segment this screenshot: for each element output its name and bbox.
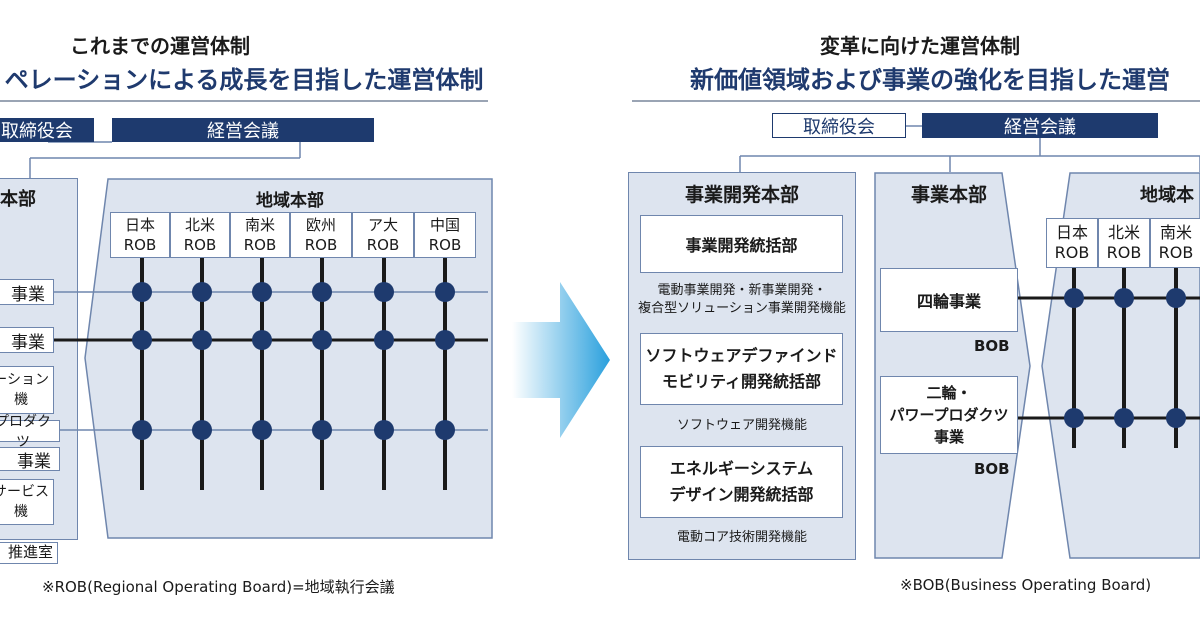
before-bottom-item: 推進室 — [0, 542, 58, 564]
after-biz-unit-2: 二輪・ パワープロダクツ 事業 — [880, 376, 1018, 454]
after-region-japan: 日本 ROB — [1046, 218, 1098, 268]
before-hq-label: 本部 — [0, 189, 36, 210]
before-region-sa: 南米 ROB — [230, 212, 290, 258]
after-bizdev-unit-1: 事業開発統括部 — [640, 215, 843, 273]
after-bizdev-unit-3: エネルギーシステム デザイン開発統括部 — [640, 446, 843, 518]
after-matrix-grid — [1018, 268, 1200, 448]
before-board-box: 取締役会 — [0, 118, 94, 142]
after-management-box: 経営会議 — [922, 113, 1158, 138]
after-bizdev-caption-3: 電動コア技術開発機能 — [676, 530, 807, 545]
before-item-2: 事業 — [0, 327, 54, 353]
after-regional-panel — [1041, 172, 1200, 559]
after-bizdev-caption-1: 電動事業開発・新事業開発・ 複合型ソリューション事業開発機能 — [638, 283, 846, 316]
after-bizdev-unit-2: ソフトウェアデファインド モビリティ開発統括部 — [640, 333, 843, 405]
before-item-6: サービス 機 — [0, 479, 54, 525]
before-regional-label: 地域本部 — [256, 191, 324, 211]
after-heading-rule — [632, 100, 1200, 102]
after-connectors — [739, 125, 1200, 172]
before-heading: これまでの運営体制 — [70, 34, 250, 58]
before-regional-panel — [84, 178, 493, 539]
before-region-china: 中国 ROB — [414, 212, 476, 258]
before-matrix-grid — [54, 258, 488, 490]
before-region-eu: 欧州 ROB — [290, 212, 352, 258]
before-region-asia: ア大 ROB — [352, 212, 414, 258]
after-heading: 変革に向けた運営体制 — [820, 34, 1020, 58]
before-heading-rule — [0, 100, 488, 102]
after-note: ※BOB(Business Operating Board) — [900, 576, 1152, 594]
before-management-box: 経営会議 — [112, 118, 374, 142]
after-region-sa: 南米 ROB — [1150, 218, 1200, 268]
after-biz-label: 事業本部 — [910, 184, 987, 206]
after-bizdev-label: 事業開発本部 — [684, 184, 799, 206]
after-biz-caption-2: BOB — [974, 460, 1010, 478]
before-connectors — [29, 141, 301, 178]
after-board-box: 取締役会 — [772, 113, 906, 138]
before-note: ※ROB(Regional Operating Board)=地域執行会議 — [42, 578, 395, 596]
after-subheading: 新価値領域および事業の強化を目指した運営 — [690, 66, 1170, 94]
after-bizdev-caption-2: ソフトウェア開発機能 — [676, 418, 807, 433]
after-regional-label: 地域本 — [1140, 185, 1194, 206]
before-region-japan: 日本 ROB — [110, 212, 170, 258]
after-biz-unit-1: 四輪事業 — [880, 268, 1018, 332]
transition-arrow-icon — [512, 282, 610, 438]
after-biz-connectors — [1018, 296, 1058, 420]
before-item-1: 事業 — [0, 279, 54, 305]
before-region-na: 北米 ROB — [170, 212, 230, 258]
before-item-5: 事業 — [0, 447, 60, 472]
before-item-3: ーション 機 — [0, 366, 54, 414]
after-biz-caption-1: BOB — [974, 337, 1010, 355]
after-region-na: 北米 ROB — [1098, 218, 1150, 268]
before-subheading: ペレーションによる成長を目指した運営体制 — [4, 66, 484, 94]
